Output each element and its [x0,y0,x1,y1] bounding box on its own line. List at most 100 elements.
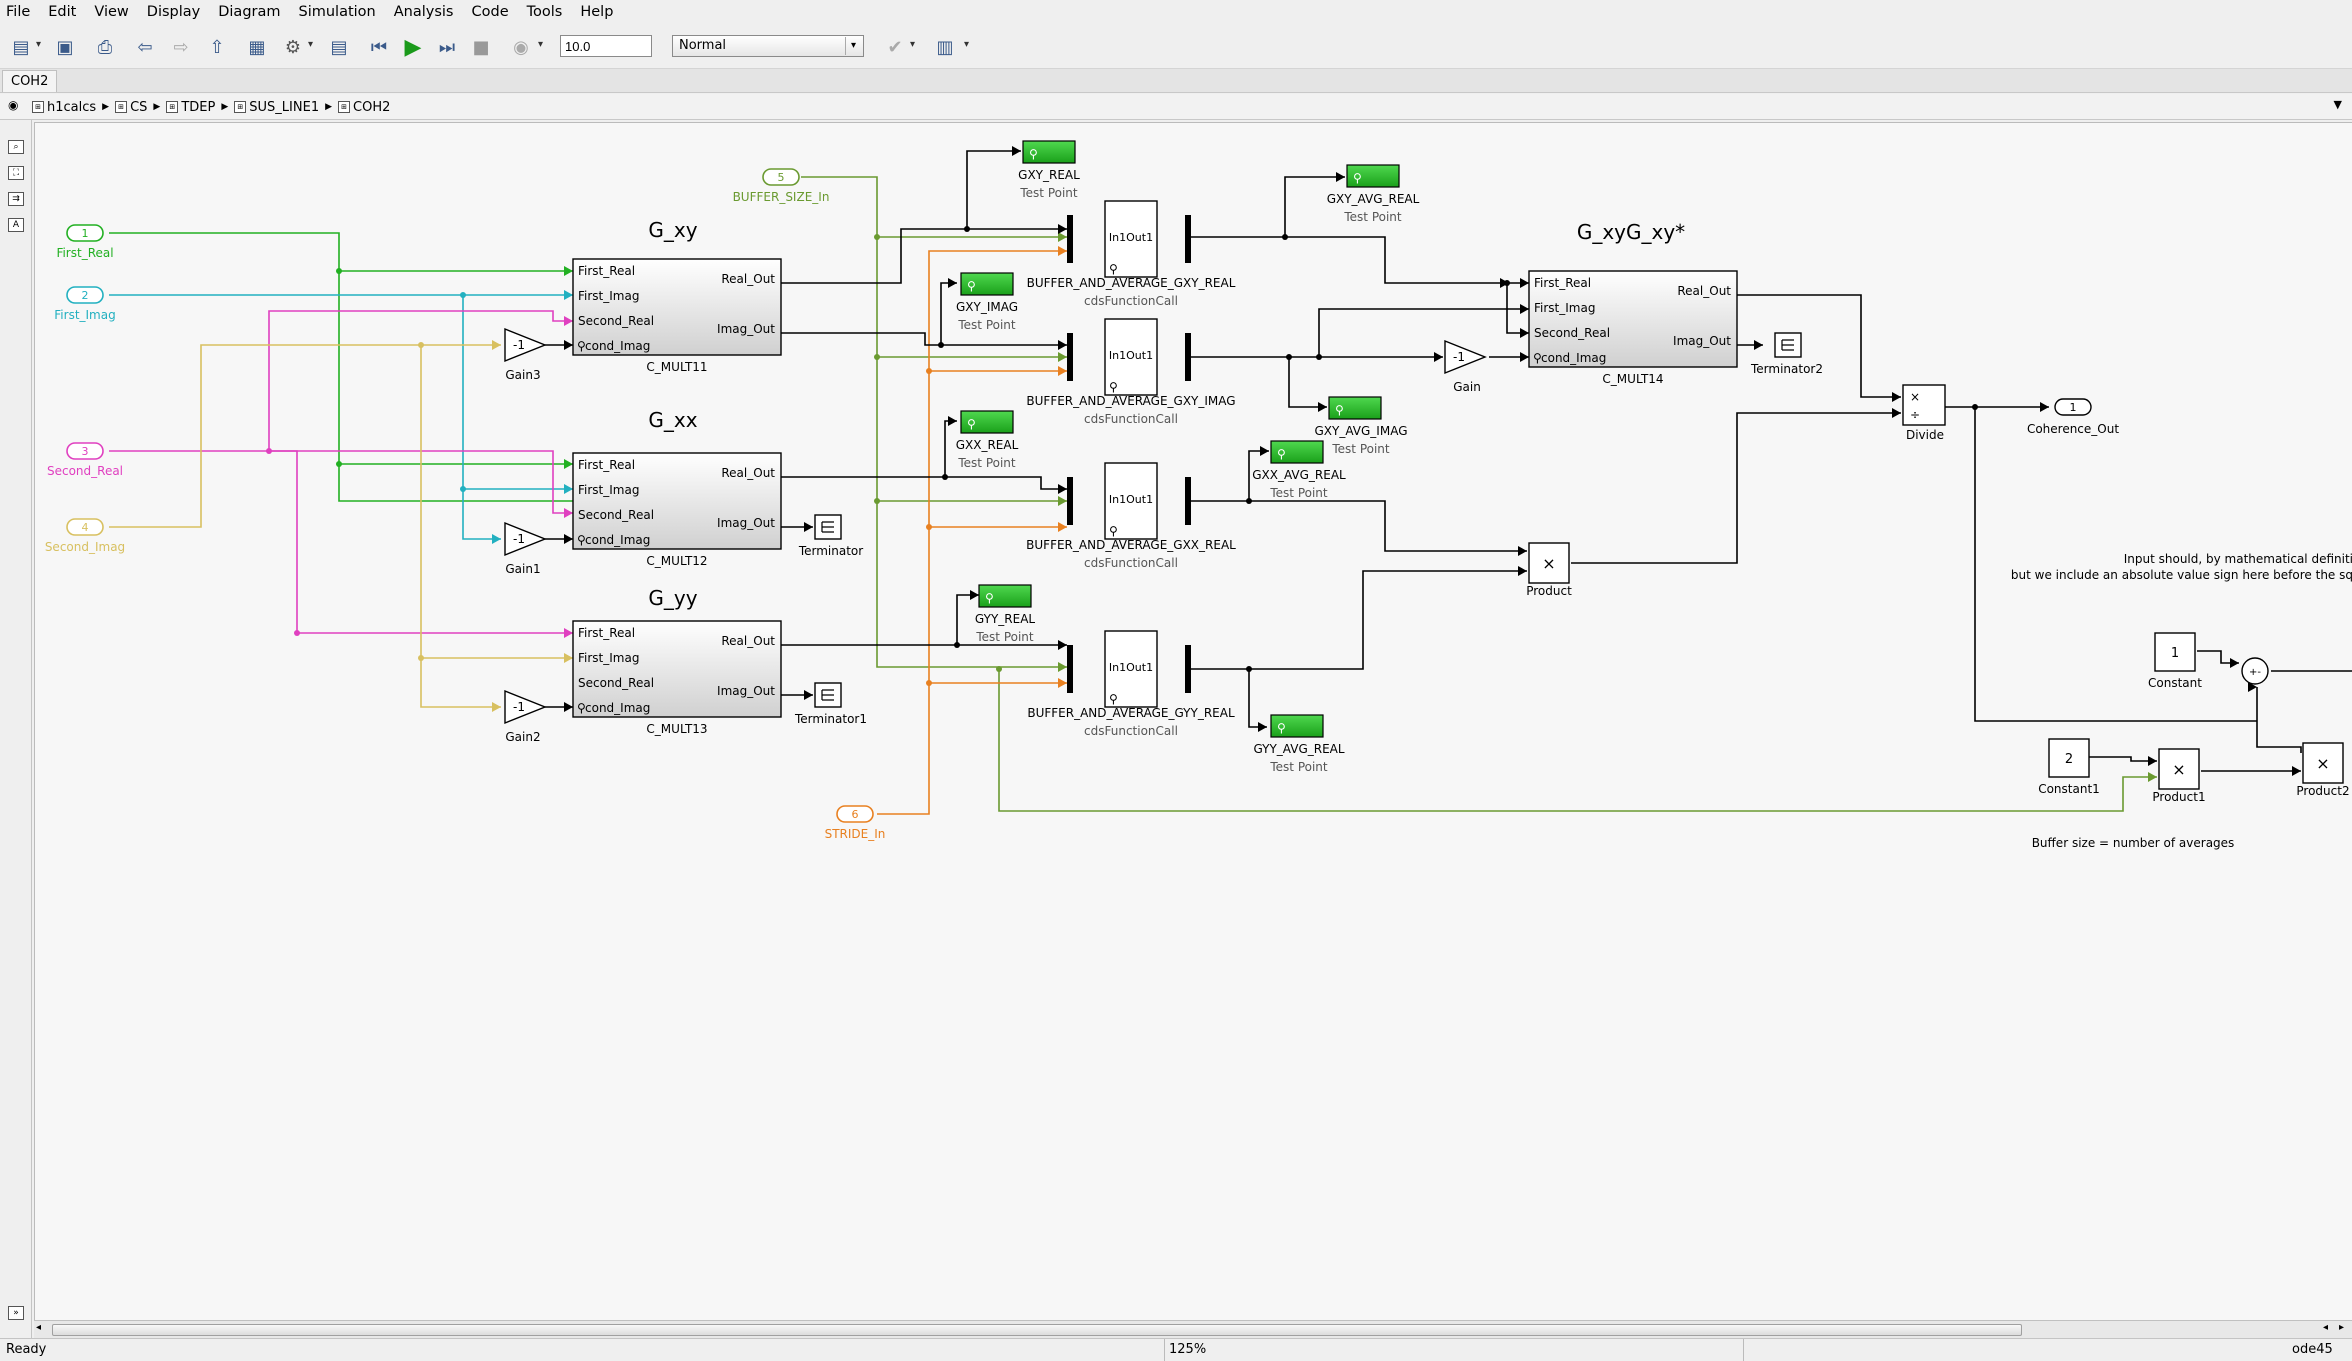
inport-5[interactable] [762,168,800,186]
testpoint-block[interactable] [1270,714,1324,738]
signal-line[interactable] [1191,570,1527,670]
signal-line[interactable] [781,476,1067,490]
check-icon[interactable]: ✔ [887,36,903,58]
expand-palette-icon[interactable]: » [8,1306,24,1320]
testpoint-block[interactable] [960,272,1014,296]
testpoint-block[interactable] [1328,396,1382,420]
buffer-block[interactable] [1104,200,1158,278]
breadcrumb-item[interactable]: ⊞SUS_LINE1▶ [234,100,338,115]
gain-block[interactable] [504,689,547,725]
signal-line[interactable] [269,450,573,514]
signal-line[interactable] [1248,669,1267,728]
model-config-icon[interactable]: ⚙ [284,36,302,58]
signal-line[interactable] [1737,294,1901,398]
cmult-block-3[interactable] [572,620,782,718]
record-dropdown-icon[interactable]: ▾ [538,39,544,50]
mux-bar[interactable] [1067,333,1073,381]
tab-coh2[interactable]: COH2 [2,70,58,92]
fit-to-view-icon[interactable]: ⛶ [8,166,24,180]
simulation-mode-select[interactable]: Normal▾ [672,35,864,57]
signal-line[interactable] [1191,236,1509,284]
signal-line[interactable] [2256,721,2302,753]
annotation-icon[interactable]: A [8,218,24,232]
forward-icon[interactable]: ⇨ [173,36,189,58]
signal-line[interactable] [1571,412,1901,564]
breadcrumb-item[interactable]: ⊞TDEP▶ [166,100,234,115]
step-back-icon[interactable]: ⏮ [370,36,388,58]
gain-block[interactable] [504,327,547,363]
signal-line[interactable] [109,294,501,540]
back-icon[interactable]: ⇦ [137,36,153,58]
menu-simulation[interactable]: Simulation [298,4,376,20]
demux-bar[interactable] [1185,215,1191,263]
signal-line[interactable] [940,282,957,345]
check-dropdown-icon[interactable]: ▾ [910,39,916,50]
inport-2[interactable] [66,286,104,304]
sum-block[interactable] [2241,657,2269,685]
buffer-block[interactable] [1104,630,1158,708]
library-browser-icon[interactable]: ▦ [248,36,266,58]
signal-line[interactable] [1974,407,2257,722]
stop-icon[interactable]: ■ [472,36,490,58]
new-dropdown-icon[interactable]: ▾ [36,39,42,50]
demux-bar[interactable] [1185,477,1191,525]
breadcrumb-item[interactable]: ⊞CS▶ [115,100,166,115]
save-icon[interactable]: ▣ [56,36,74,58]
signal-line[interactable] [1288,357,1327,408]
menu-analysis[interactable]: Analysis [393,4,454,20]
inport-6[interactable] [836,805,874,823]
record-icon[interactable]: ◉ [513,36,529,58]
menu-view[interactable]: View [94,4,129,20]
stop-time-input[interactable] [560,35,652,57]
signal-line[interactable] [1284,176,1345,237]
scroll-left-icon[interactable]: ◂ [36,1322,42,1333]
zoom-icon[interactable]: ⌕ [8,140,24,154]
demux-bar[interactable] [1185,333,1191,381]
signal-line[interactable] [781,332,1067,346]
signal-line[interactable] [109,344,501,528]
gain-block[interactable] [1444,339,1487,375]
cmult-block-1[interactable] [572,258,782,356]
buffer-block[interactable] [1104,318,1158,396]
breadcrumb-item[interactable]: ⊞h1calcs▶ [32,100,115,115]
model-browser-toggle-icon[interactable]: ◉ [8,98,19,112]
inport-1[interactable] [66,224,104,242]
product-block[interactable] [1528,542,1570,584]
cmult-block-4[interactable] [1528,270,1738,368]
gain-block[interactable] [504,521,547,557]
scope-dropdown-icon[interactable]: ▾ [964,39,970,50]
scroll-right-icon[interactable]: ▸ [2338,1322,2344,1333]
testpoint-block[interactable] [1022,140,1076,164]
signal-line[interactable] [966,150,1021,229]
menu-code[interactable]: Code [471,4,509,20]
testpoint-block[interactable] [1270,440,1324,464]
run-icon[interactable]: ▶ [404,34,422,60]
testpoint-block[interactable] [978,584,1032,608]
mux-bar[interactable] [1067,645,1073,693]
mux-bar[interactable] [1067,477,1073,525]
scrollbar-thumb[interactable] [52,1324,2022,1336]
print-icon[interactable]: ⎙ [97,36,113,58]
breadcrumb-dropdown-icon[interactable]: ▼ [2333,98,2342,111]
model-explorer-icon[interactable]: ▤ [330,36,348,58]
signal-line[interactable] [109,232,573,502]
signal-line[interactable] [1318,308,1529,357]
step-forward-icon[interactable]: ⏭ [438,36,456,58]
signal-line[interactable] [2087,756,2157,762]
up-level-icon[interactable]: ⇧ [209,36,225,58]
menu-diagram[interactable]: Diagram [218,4,281,20]
signal-line[interactable] [781,228,1067,284]
config-dropdown-icon[interactable]: ▾ [308,39,314,50]
product-block[interactable] [2302,742,2344,784]
menu-display[interactable]: Display [146,4,201,20]
testpoint-block[interactable] [1346,164,1400,188]
menu-help[interactable]: Help [580,4,614,20]
signal-line[interactable] [420,345,501,708]
new-model-icon[interactable]: ▤ [12,36,30,58]
constant-block[interactable] [2048,738,2090,778]
divide-block[interactable] [1902,384,1946,426]
buffer-block[interactable] [1104,462,1158,540]
outport-1[interactable] [2054,398,2092,416]
menu-file[interactable]: File [6,4,31,20]
